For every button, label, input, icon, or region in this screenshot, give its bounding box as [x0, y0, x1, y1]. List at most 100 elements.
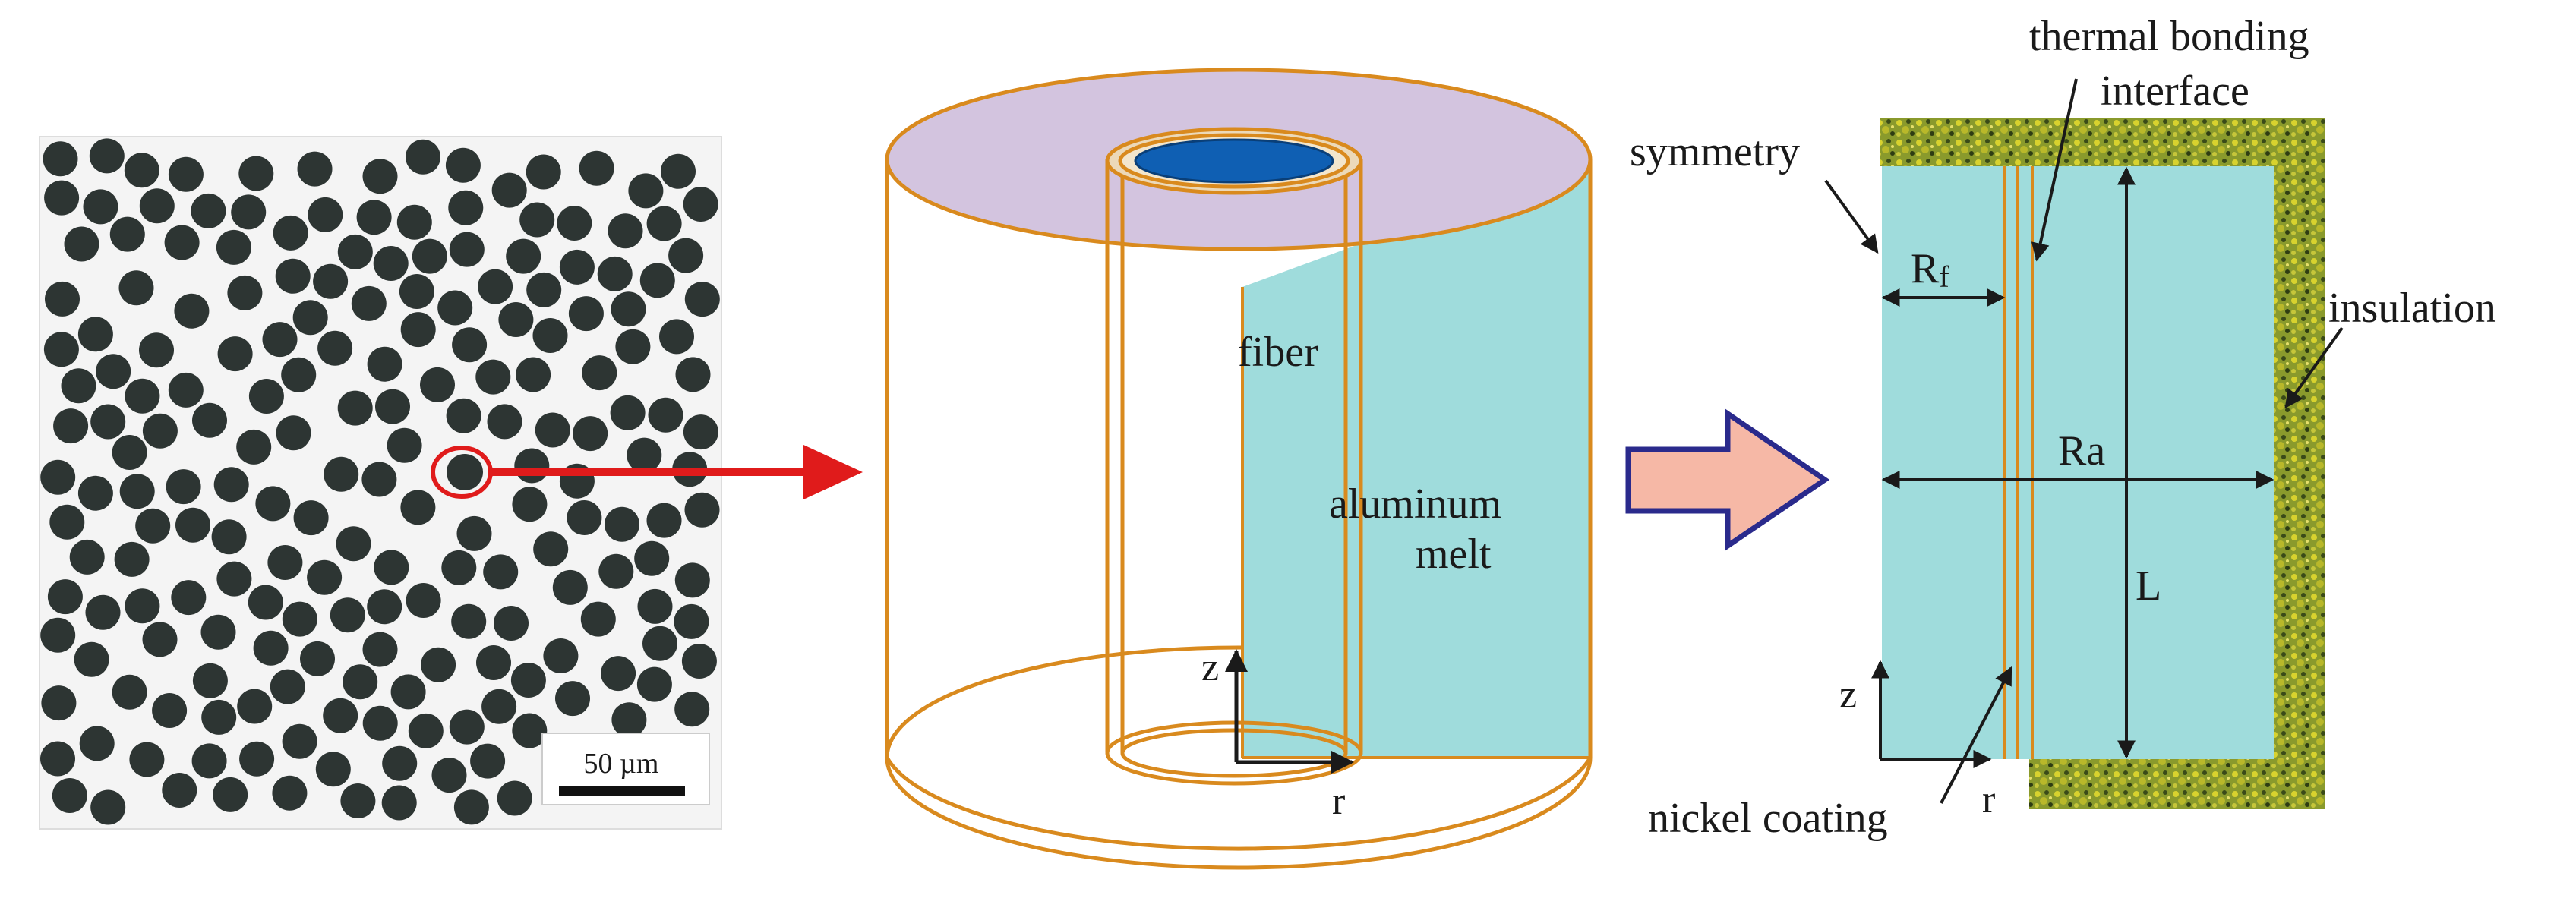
- fiber-dot: [125, 378, 160, 414]
- insulation-top: [1880, 118, 2325, 166]
- fiber-dot: [282, 601, 317, 637]
- fiber-dot: [512, 713, 548, 748]
- fiber-dot: [47, 579, 83, 615]
- fiber-dot: [637, 588, 673, 624]
- fiber-dot: [337, 390, 373, 426]
- fiber-dot: [231, 194, 267, 230]
- fiber-dot: [646, 206, 682, 241]
- fiber-dot: [456, 515, 492, 551]
- nickel-coating-label: nickel coating: [1648, 795, 1888, 842]
- fiber-dot: [579, 150, 614, 186]
- fiber-dot: [174, 293, 210, 329]
- fiber-dot: [526, 154, 561, 190]
- fiber-dot: [85, 594, 121, 630]
- fiber-dot: [129, 742, 165, 777]
- fiber-dot: [573, 416, 608, 452]
- fiber-dot: [118, 270, 154, 306]
- fiber-dot: [337, 234, 373, 269]
- fiber-dot: [446, 398, 481, 433]
- fiber-dot: [90, 789, 126, 825]
- fiber-dot: [487, 404, 522, 440]
- interface-label-line1: thermal bonding: [2029, 13, 2309, 60]
- fiber-dot: [272, 775, 308, 811]
- fiber-dot: [41, 685, 77, 721]
- fiber-dot: [552, 569, 588, 605]
- fiber-dot: [543, 638, 579, 673]
- fiber-dot: [168, 156, 204, 192]
- fiber-dot: [340, 783, 376, 818]
- fiber-dot: [192, 663, 228, 698]
- fiber-dot: [356, 200, 392, 235]
- melt-domain: [1882, 166, 2274, 759]
- fiber-dot: [568, 296, 604, 332]
- fiber-dot: [681, 644, 717, 679]
- fiber-dot: [53, 408, 89, 444]
- fiber-dot: [608, 213, 643, 249]
- fiber-dot: [615, 329, 651, 364]
- cylinder-axes: [1225, 649, 1354, 774]
- fiber-dot: [40, 741, 75, 777]
- fiber-dot: [674, 603, 709, 639]
- fiber-dot: [317, 330, 353, 366]
- fiber-dot: [308, 197, 343, 232]
- fiber-dot: [216, 229, 251, 265]
- fiber-dot: [406, 139, 440, 175]
- fiber-dot: [238, 156, 274, 191]
- fiber-dot: [142, 413, 178, 449]
- fiber-dot: [449, 709, 485, 745]
- fiber-dot: [227, 275, 263, 310]
- fiber-dot: [142, 622, 178, 657]
- fiber-dot: [510, 663, 546, 698]
- fiber-dot: [211, 519, 247, 555]
- fiber-dot: [119, 474, 155, 509]
- fiber-dot: [611, 291, 646, 327]
- fiber-dot: [420, 367, 455, 402]
- transition-arrow: [1625, 408, 1830, 551]
- fiber-dot: [175, 507, 210, 543]
- fiber-dot: [166, 469, 201, 505]
- fiber-dot: [627, 437, 662, 473]
- symmetry-pointer: [1824, 179, 1879, 254]
- fiber-bottom-outer: [1105, 720, 1363, 786]
- fiber-dot: [362, 632, 398, 667]
- fiber-dot: [470, 743, 506, 779]
- fiber-dot: [43, 332, 79, 367]
- fiber-dot: [516, 357, 551, 392]
- fiber-dot: [412, 238, 447, 274]
- fiber-core: [1134, 138, 1334, 184]
- fiber-dot: [112, 435, 147, 470]
- fiber-dot: [639, 263, 675, 298]
- fiber-dot: [559, 249, 595, 285]
- fiber-dot: [114, 541, 150, 577]
- fiber-dot: [267, 545, 303, 580]
- fiber-dot: [408, 713, 444, 748]
- fiber-dot: [532, 318, 568, 353]
- fiber-dot: [390, 674, 426, 710]
- fiber-dot: [514, 448, 550, 484]
- melt-label-line1: aluminum: [1329, 481, 1501, 528]
- fiber-dot: [396, 204, 432, 240]
- fiber-dot: [213, 777, 248, 812]
- fiber-dot: [281, 357, 317, 392]
- fiber-dot: [367, 589, 402, 625]
- fiber-dot: [351, 285, 387, 321]
- fiber-dot: [674, 562, 710, 598]
- fiber-dot: [535, 412, 570, 448]
- fiber-dot: [475, 359, 511, 395]
- fiber-dot: [276, 415, 311, 451]
- fiber-dot: [275, 258, 311, 294]
- fiber-dot: [476, 645, 511, 680]
- fiber-dot: [270, 669, 305, 704]
- micrograph-panel: 50 µm: [39, 136, 863, 830]
- ra-label: Ra: [2058, 427, 2105, 474]
- fiber-dot: [300, 641, 335, 676]
- fiber-dot: [124, 153, 159, 188]
- fiber-dot: [253, 630, 289, 666]
- fiber-dot: [478, 269, 513, 304]
- fiber-dot: [90, 404, 126, 440]
- fiber-dot: [201, 699, 237, 735]
- fiber-dot: [659, 319, 694, 355]
- fiber-dot: [506, 238, 541, 274]
- fiber-dot: [168, 372, 204, 408]
